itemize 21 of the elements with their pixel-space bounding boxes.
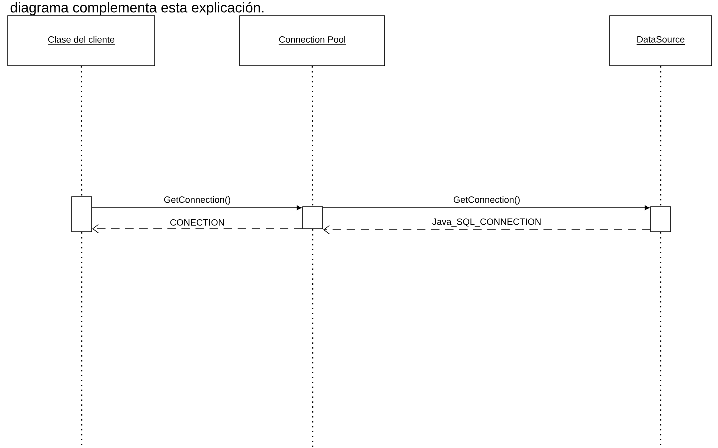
message-label: GetConnection() [162,194,232,206]
activation-bar [650,206,672,232]
heading-text: diagrama complementa esta explicación. [10,2,264,16]
lifeline-header-box: DataSource [610,16,712,66]
message-arrow [92,224,303,234]
message-label: Java_SQL_CONNECTION [431,217,543,228]
lifeline [660,232,662,448]
lifeline [660,66,662,207]
message-arrow [323,206,650,210]
lifeline-header-box: Clase del cliente [8,16,156,66]
activation-bar [72,196,92,232]
message-label: CONECTION [168,218,226,228]
lifeline [312,66,314,207]
lifeline [80,66,83,197]
message-label: GetConnection() [452,194,522,206]
message-arrow [92,206,302,210]
activation-bar [302,206,324,230]
message-arrow [323,225,651,235]
lifeline [81,232,83,448]
lifeline-header-box: Connection Pool [240,16,386,66]
lifeline [312,229,314,448]
